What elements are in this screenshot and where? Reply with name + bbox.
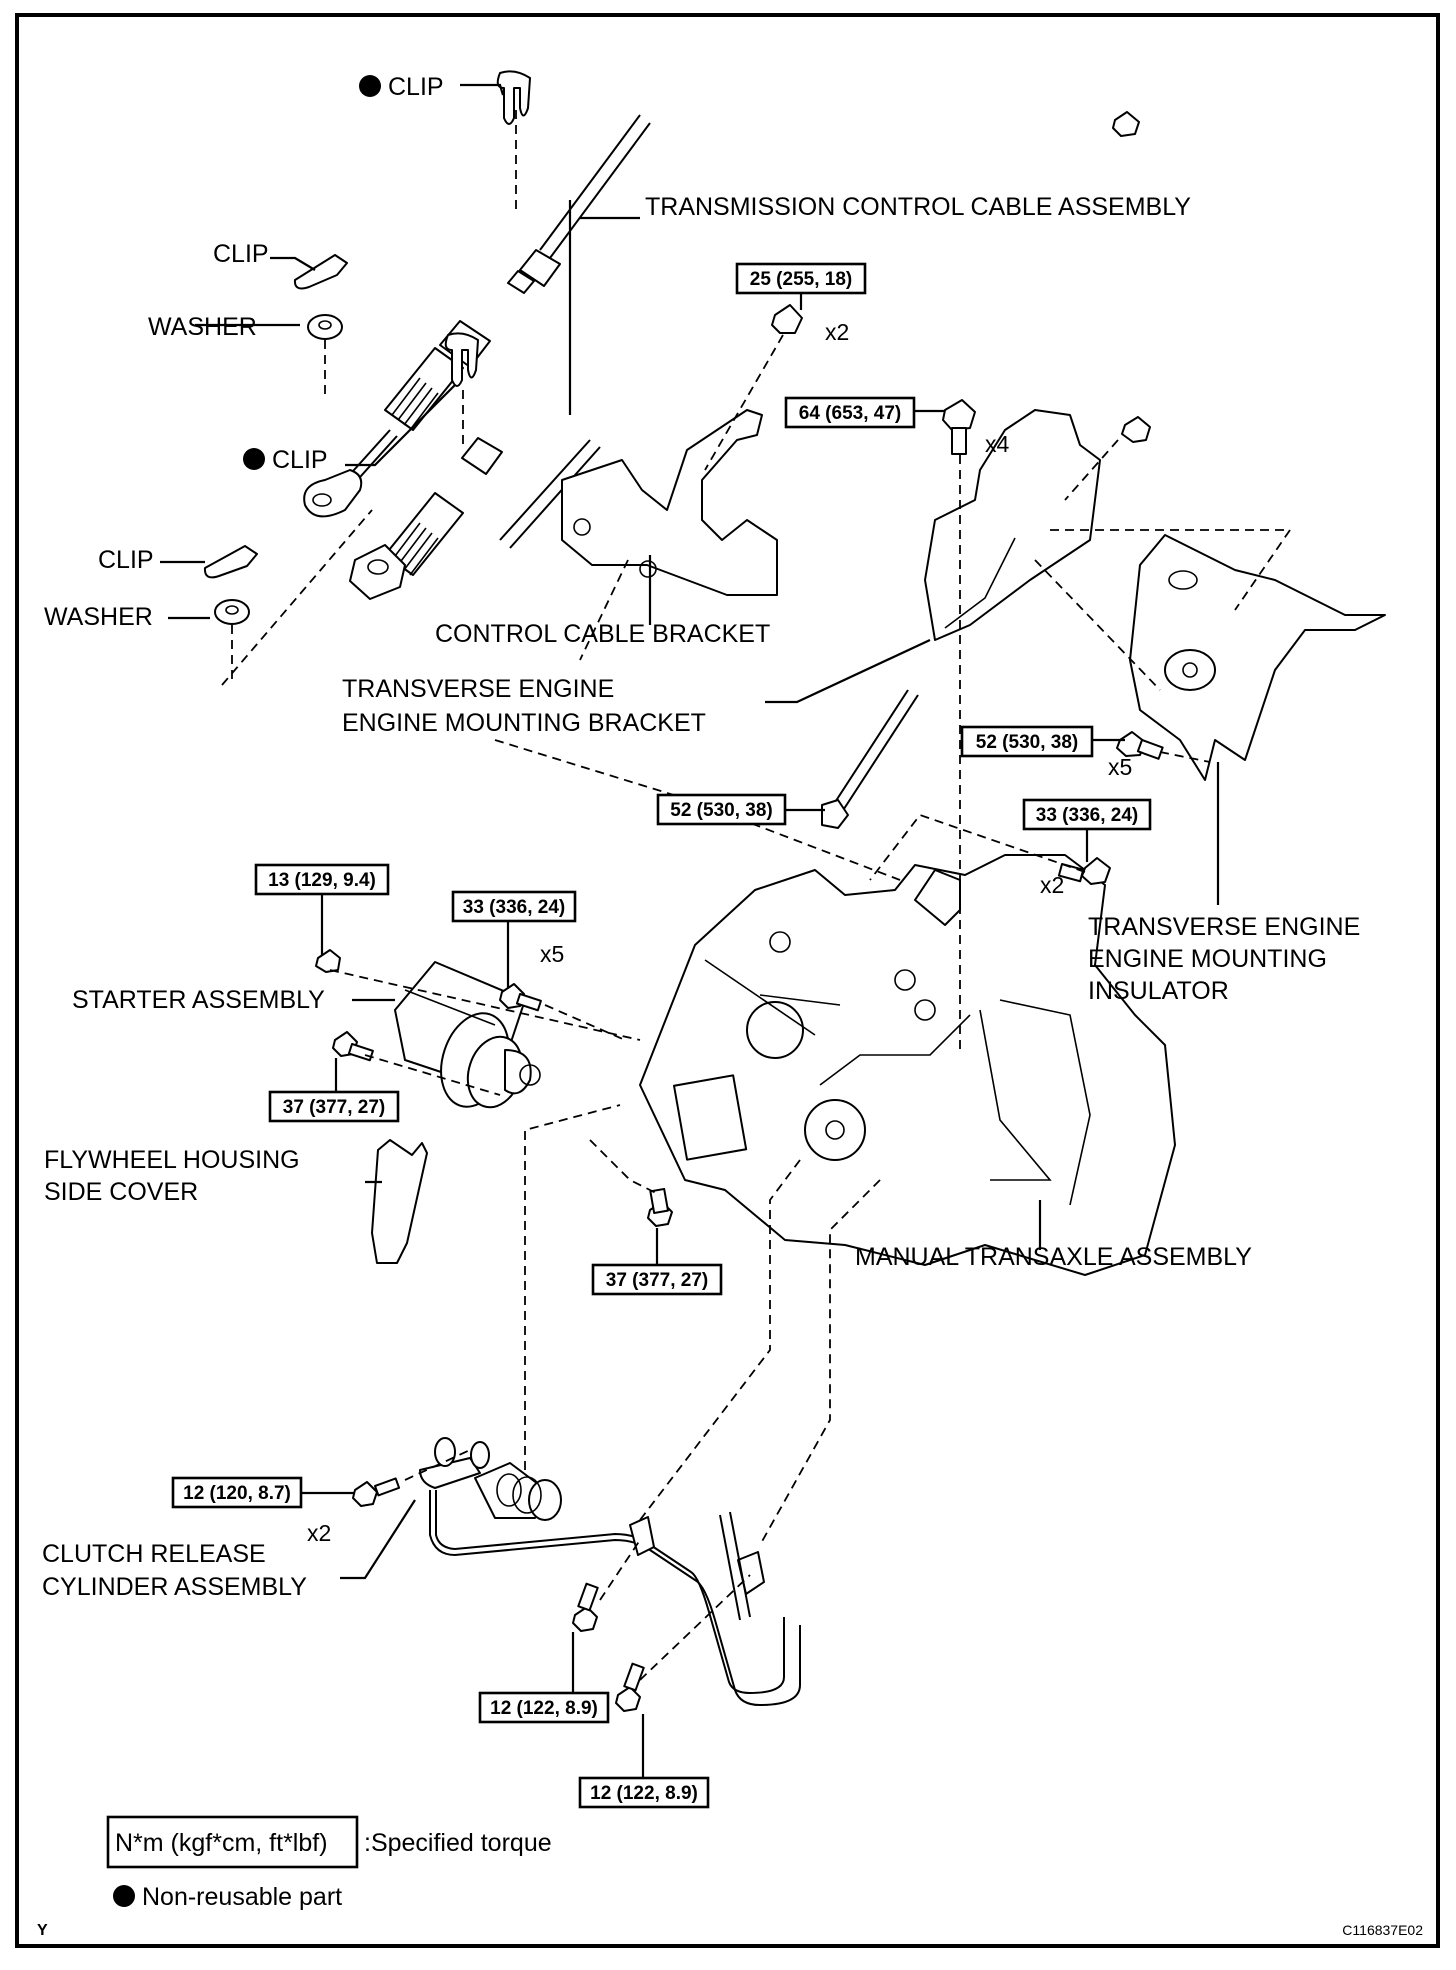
torque-callout: 12 (122, 8.9) bbox=[578, 1776, 710, 1809]
engine-mounting-bracket-part bbox=[924, 409, 1101, 641]
non-reusable-bullet-icon bbox=[243, 448, 265, 470]
torque-value: 64 (653, 47) bbox=[799, 403, 901, 424]
part-label-flywheel-line1: FLYWHEEL HOUSING bbox=[44, 1146, 300, 1174]
torque-value: 37 (377, 27) bbox=[283, 1097, 385, 1118]
torque-callout: 52 (530, 38) bbox=[656, 793, 787, 826]
torque-value: 12 (122, 8.9) bbox=[490, 1698, 598, 1719]
engine-mounting-insulator-part bbox=[1129, 534, 1386, 781]
part-label-clip-mid: CLIP bbox=[272, 446, 328, 474]
part-label-starter: STARTER ASSEMBLY bbox=[72, 986, 325, 1014]
torque-value: 25 (255, 18) bbox=[750, 269, 852, 290]
legend-torque-box bbox=[106, 1815, 359, 1869]
torque-value: 33 (336, 24) bbox=[463, 897, 565, 918]
torque-box bbox=[578, 1776, 710, 1809]
clip-lower-part bbox=[203, 545, 258, 579]
quantity-multiplier: x5 bbox=[1108, 754, 1132, 780]
torque-callout: 33 (336, 24) bbox=[451, 890, 577, 923]
part-label-insulator-line2: ENGINE MOUNTING bbox=[1088, 945, 1327, 973]
part-label-control-cable-bracket: CONTROL CABLE BRACKET bbox=[435, 620, 770, 648]
part-label-clip-lower: CLIP bbox=[98, 546, 154, 574]
torque-callout: 12 (120, 8.7) bbox=[171, 1476, 303, 1509]
torque-box bbox=[268, 1090, 400, 1123]
part-label-insulator-line1: TRANSVERSE ENGINE bbox=[1088, 913, 1360, 941]
torque-callout: 64 (653, 47) bbox=[784, 396, 916, 429]
torque-value: 13 (129, 9.4) bbox=[268, 870, 376, 891]
torque-value: 33 (336, 24) bbox=[1036, 805, 1138, 826]
torque-box bbox=[1022, 798, 1152, 831]
part-drawings bbox=[203, 70, 1386, 1712]
torque-box bbox=[591, 1263, 723, 1296]
diagram-frame bbox=[15, 13, 1440, 1948]
torque-callout: 37 (377, 27) bbox=[591, 1263, 723, 1296]
leader-line bbox=[765, 639, 931, 704]
torque-callout: 52 (530, 38) bbox=[960, 725, 1094, 758]
quantity-multiplier: x2 bbox=[1040, 872, 1064, 898]
flywheel-housing-side-cover-part bbox=[371, 1139, 428, 1264]
torque-value: 52 (530, 38) bbox=[976, 732, 1078, 753]
manual-transaxle-assembly-part bbox=[639, 854, 1176, 1276]
torque-callout: 13 (129, 9.4) bbox=[254, 863, 390, 896]
part-label-clip-upper: CLIP bbox=[213, 240, 269, 268]
part-label-insulator-line3: INSULATOR bbox=[1088, 977, 1229, 1005]
non-reusable-bullet-icon bbox=[113, 1885, 135, 1907]
washer-lower-part bbox=[214, 599, 250, 625]
leader-line bbox=[345, 384, 456, 467]
fasteners bbox=[315, 304, 1164, 1712]
torque-box bbox=[478, 1691, 610, 1724]
torque-value: 37 (377, 27) bbox=[606, 1270, 708, 1291]
callouts: CLIP TRANSMISSION CONTROL CABLE ASSEMBLY C… bbox=[42, 73, 1360, 1809]
torque-box bbox=[784, 396, 916, 429]
torque-callout: 37 (377, 27) bbox=[268, 1090, 400, 1123]
washer-upper-part bbox=[307, 314, 343, 340]
torque-box bbox=[960, 725, 1094, 758]
part-label-mounting-bracket-line2: ENGINE MOUNTING BRACKET bbox=[342, 709, 706, 737]
clip-upper-part bbox=[293, 254, 348, 290]
part-label-manual-transaxle: MANUAL TRANSAXLE ASSEMBLY bbox=[855, 1243, 1252, 1271]
clutch-release-cylinder-part bbox=[419, 1437, 801, 1707]
part-label-clutch-line1: CLUTCH RELEASE bbox=[42, 1540, 266, 1568]
torque-value: 12 (122, 8.9) bbox=[590, 1783, 698, 1804]
corner-mark: Y bbox=[37, 1922, 48, 1939]
torque-value: 52 (530, 38) bbox=[670, 800, 772, 821]
leader-line bbox=[460, 83, 505, 96]
part-label-clutch-line2: CYLINDER ASSEMBLY bbox=[42, 1573, 307, 1601]
clip-mid-part bbox=[444, 332, 479, 387]
quantity-multiplier: x4 bbox=[985, 431, 1010, 457]
leader-line bbox=[340, 1499, 416, 1580]
quantity-multiplier: x2 bbox=[307, 1520, 331, 1546]
quantity-multiplier: x2 bbox=[825, 319, 849, 345]
part-label-transmission-control-cable: TRANSMISSION CONTROL CABLE ASSEMBLY bbox=[645, 193, 1191, 221]
part-label-washer-upper: WASHER bbox=[148, 313, 257, 341]
non-reusable-bullet-icon bbox=[359, 75, 381, 97]
legend-non-reusable: Non-reusable part bbox=[142, 1883, 342, 1911]
torque-callout: 12 (122, 8.9) bbox=[478, 1691, 610, 1724]
legend: N*m (kgf*cm, ft*lbf) :Specified torque N… bbox=[106, 1815, 552, 1911]
legend-torque-description: :Specified torque bbox=[364, 1829, 552, 1857]
clip-top-part bbox=[496, 70, 531, 125]
starter-assembly-part bbox=[394, 961, 541, 1109]
assembly-dashed-lines bbox=[221, 110, 1292, 1681]
figure-code: C116837E02 bbox=[1342, 1922, 1423, 1938]
torque-box bbox=[451, 890, 577, 923]
part-label-clip-top: CLIP bbox=[388, 73, 444, 101]
torque-callout: 33 (336, 24) bbox=[1022, 798, 1152, 831]
torque-box bbox=[254, 863, 390, 896]
torque-box bbox=[735, 262, 867, 295]
part-label-mounting-bracket-line1: TRANSVERSE ENGINE bbox=[342, 675, 614, 703]
torque-callout: 25 (255, 18) bbox=[735, 262, 867, 295]
part-label-flywheel-line2: SIDE COVER bbox=[44, 1178, 198, 1206]
torque-box bbox=[656, 793, 787, 826]
control-cable-bracket-part bbox=[561, 409, 778, 596]
legend-torque-units: N*m (kgf*cm, ft*lbf) bbox=[115, 1829, 328, 1857]
leader-line bbox=[270, 256, 316, 271]
torque-value: 12 (120, 8.7) bbox=[183, 1483, 291, 1504]
part-label-washer-lower: WASHER bbox=[44, 603, 153, 631]
transmission-control-cable-lower bbox=[349, 437, 601, 600]
quantity-multiplier: x5 bbox=[540, 941, 564, 967]
torque-box bbox=[171, 1476, 303, 1509]
